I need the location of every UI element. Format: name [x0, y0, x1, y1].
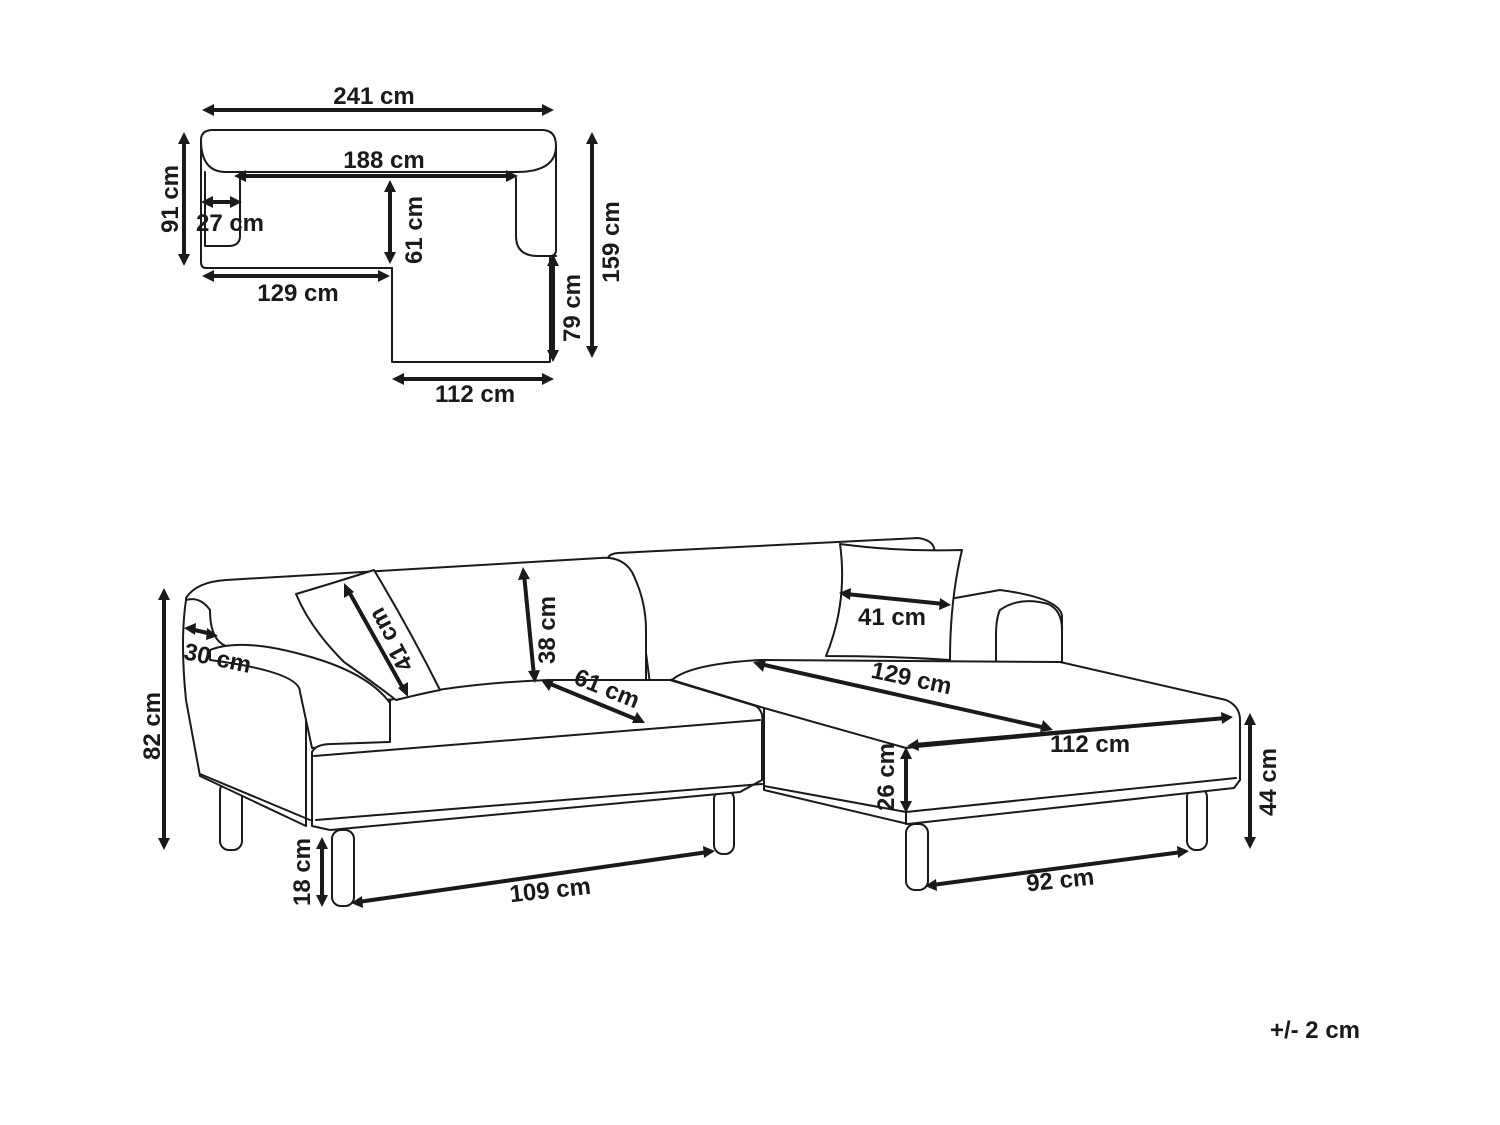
perspective-view: 82 cm 30 cm 41 cm 38 cm 61 cm 41 cm: [139, 537, 1282, 908]
dim-cushion-left: [344, 583, 408, 697]
dim-armrest-width: [201, 196, 242, 208]
tolerance-note: +/- 2 cm: [1270, 1017, 1360, 1044]
dim-arm-width: [184, 623, 218, 640]
top-view-right-armrest: [515, 177, 557, 257]
dim-total-depth: [586, 132, 598, 358]
label-leg-height: 18 cm: [289, 838, 316, 906]
label-seat-height: 44 cm: [1255, 748, 1282, 816]
dim-back-depth: [178, 132, 190, 266]
label-chaise-extension: 79 cm: [559, 274, 586, 342]
top-view-outline: [200, 129, 557, 363]
top-view-backrest: [200, 139, 557, 173]
dim-chaise-width: [392, 373, 554, 385]
dim-seat-height: [1244, 713, 1256, 849]
cushion-right: [825, 543, 963, 661]
dim-inner-width: [234, 170, 518, 182]
label-chaise-width-side: 112 cm: [1050, 731, 1130, 758]
label-chaise-width: 112 cm: [435, 381, 515, 408]
label-seat-thickness: 26 cm: [873, 743, 900, 811]
dim-cushion-right: [839, 588, 951, 610]
top-view: 241 cm 188 cm 27 cm 91 cm 61 cm 129 cm: [157, 83, 625, 408]
top-view-left-armrest: [204, 171, 241, 247]
dim-seat-depth: [384, 180, 396, 264]
dim-chaise-width: [907, 712, 1233, 751]
leg-back-right: [1186, 787, 1208, 851]
leg-back-middle: [713, 789, 735, 855]
dim-sofa-length: [202, 270, 390, 282]
left-base: [199, 773, 311, 821]
dim-leg-span-left: [351, 846, 715, 908]
label-cushion-right: 41 cm: [858, 604, 926, 631]
dim-leg-height: [316, 837, 328, 907]
dim-total-height: [158, 588, 170, 850]
label-sofa-length: 129 cm: [257, 280, 338, 307]
left-armrest-top: [209, 643, 393, 749]
label-total-height: 82 cm: [139, 692, 166, 760]
label-armrest-width: 27 cm: [196, 210, 264, 237]
dim-seat-depth: [541, 680, 645, 723]
dim-chaise-length: [753, 660, 1053, 732]
label-seat-depth: 61 cm: [401, 196, 428, 264]
dim-leg-span-right: [925, 846, 1189, 891]
label-total-depth: 159 cm: [598, 201, 625, 282]
label-leg-span-right: 92 cm: [1025, 864, 1096, 898]
label-back-height: 38 cm: [534, 596, 561, 664]
cushion-left: [295, 569, 441, 701]
leg-front-right: [905, 823, 929, 891]
right-armrest: [995, 600, 1063, 665]
label-back-depth: 91 cm: [157, 165, 184, 233]
label-inner-width: 188 cm: [343, 147, 424, 174]
dim-chaise-extension: [547, 254, 559, 362]
main-seat-front: [313, 719, 763, 821]
dim-back-height: [518, 567, 540, 683]
dim-total-width: [202, 104, 554, 116]
label-total-width: 241 cm: [333, 83, 414, 110]
dim-seat-thickness: [900, 747, 912, 813]
leg-front-left: [331, 829, 355, 907]
